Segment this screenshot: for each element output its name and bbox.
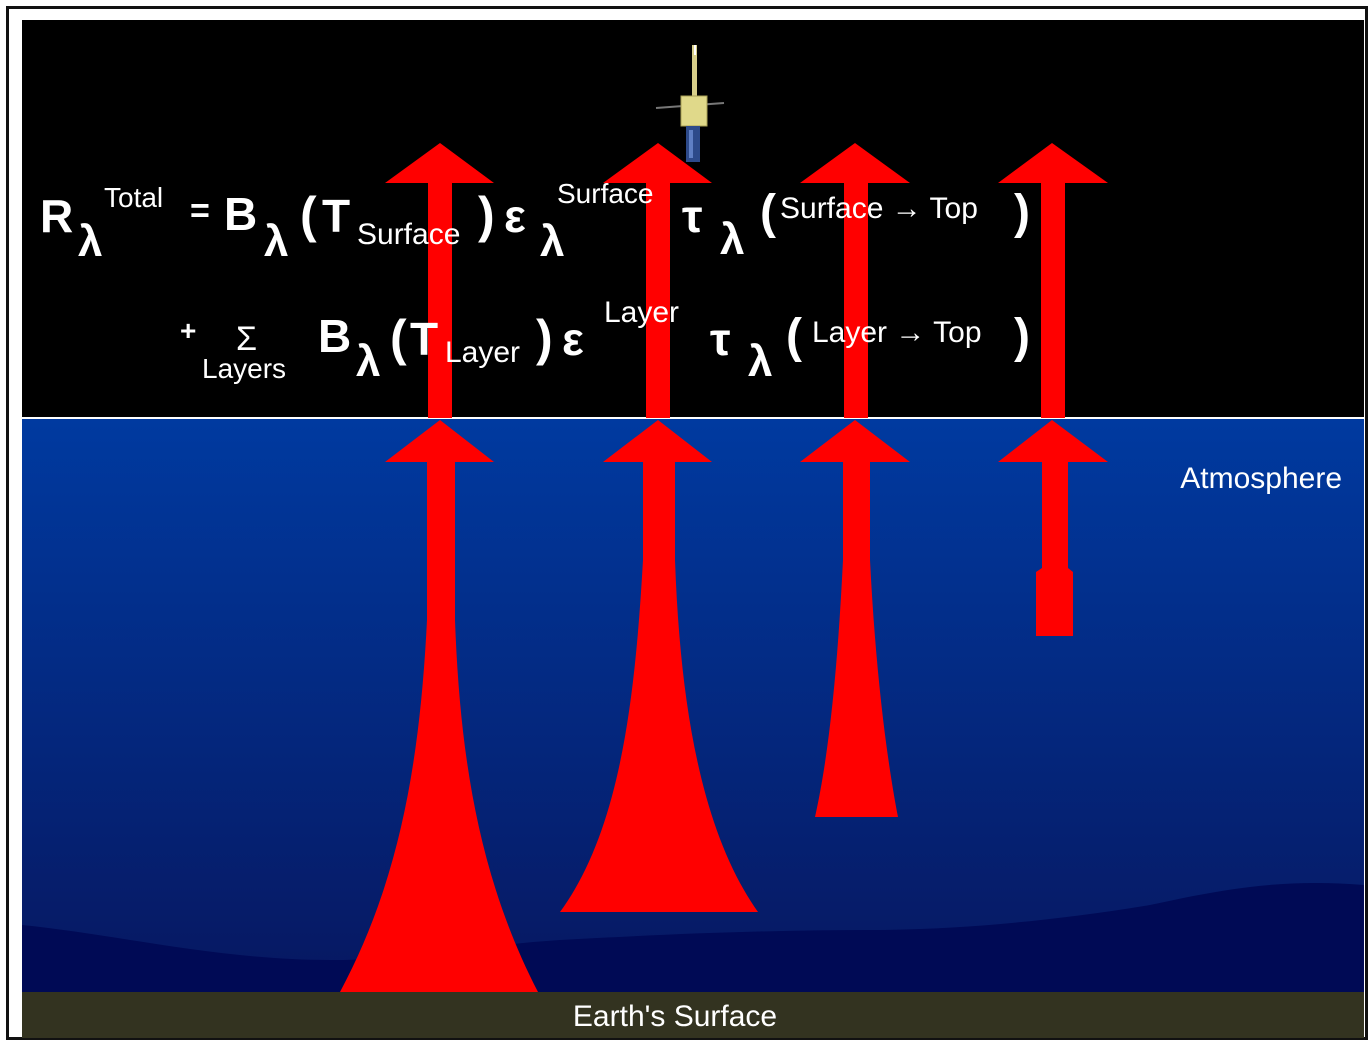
eq2-plus: + xyxy=(180,315,196,346)
eq2-lambda2: λ xyxy=(748,337,772,386)
eq2-tau: τ xyxy=(710,313,731,365)
eq2-open-paren: ( xyxy=(390,310,407,366)
eq1-tau: τ xyxy=(682,190,703,242)
arrow-lower-1 xyxy=(340,420,538,992)
eq1-epsilon: ε xyxy=(504,190,526,242)
eq1-lambda4: λ xyxy=(720,215,744,264)
arrow-lower-4 xyxy=(998,420,1108,636)
atmosphere-arrows xyxy=(340,420,1108,992)
eq1-close-paren-2: ) xyxy=(1014,186,1030,239)
arrow-upper-4 xyxy=(998,143,1108,418)
eq2-close-paren: ) xyxy=(536,310,553,366)
eq2-B: B xyxy=(318,310,351,362)
arrow-lower-2 xyxy=(560,420,758,912)
eq2-sigma-sub: Layers xyxy=(202,353,286,384)
eq1-t-sub: Surface xyxy=(357,218,460,251)
eq1-total: Total xyxy=(104,182,163,213)
arrow-lower-3 xyxy=(800,420,910,817)
eq1-eps-sup: Surface xyxy=(557,178,654,209)
eq1-lambda: λ xyxy=(78,217,102,266)
arrow-upper-2 xyxy=(603,143,712,418)
arrow-upper-3 xyxy=(800,143,910,418)
space-arrows xyxy=(385,143,1108,418)
eq2-T: T xyxy=(410,313,438,365)
eq2-lambda: λ xyxy=(356,337,380,386)
eq1-equals: = xyxy=(190,192,210,230)
eq2-sigma: Σ xyxy=(236,320,257,358)
eq2-path: Layer → Top xyxy=(812,316,982,349)
eq1-path: Surface → Top xyxy=(780,192,978,225)
eq2-epsilon: ε xyxy=(562,313,584,365)
eq1-B: B xyxy=(224,188,257,240)
atmosphere-label: Atmosphere xyxy=(1180,462,1342,495)
satellite-icon xyxy=(655,45,725,162)
eq1-open-paren-2: ( xyxy=(760,186,776,239)
arrow-upper-1 xyxy=(385,143,494,418)
eq1-lambda3: λ xyxy=(540,217,564,266)
eq1-open-paren: ( xyxy=(300,187,317,243)
eq2-open-paren-2: ( xyxy=(786,310,802,363)
eq1-close-paren: ) xyxy=(478,187,495,243)
equation-line-2: + Σ Layers B λ ( T Layer ) ε Layer τ λ (… xyxy=(180,296,1030,386)
earth-surface-label: Earth's Surface xyxy=(573,1000,777,1033)
earth-surface xyxy=(22,992,1364,1038)
eq2-t-sub: Layer xyxy=(445,336,520,369)
equation-line-1: R λ Total = B λ ( T Surface ) ε Surface … xyxy=(40,178,1030,266)
eq1-T: T xyxy=(322,190,350,242)
eq2-close-paren-2: ) xyxy=(1014,310,1030,363)
eq1-lambda2: λ xyxy=(264,217,288,266)
eq2-eps-sup: Layer xyxy=(604,296,679,329)
eq1-R: R xyxy=(40,190,73,242)
